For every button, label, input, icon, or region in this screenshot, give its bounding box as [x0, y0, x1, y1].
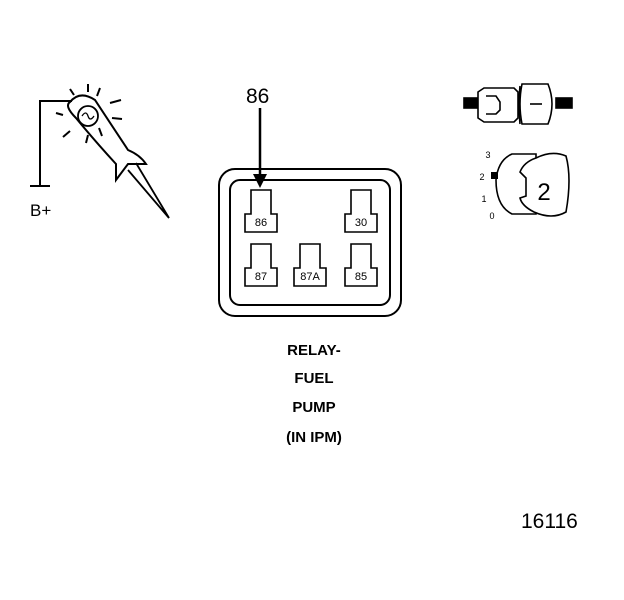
pin-label-86: 86: [255, 217, 267, 229]
figure-number: 16116: [521, 510, 578, 533]
pin-cavity-87: [244, 243, 278, 287]
ignition-key-icon: [519, 152, 570, 217]
relay-connector: [218, 168, 402, 317]
pin-cavity-30: [344, 189, 378, 233]
bulb-icon: [77, 105, 99, 127]
relay-outer-frame: [218, 168, 402, 317]
position-label-0: 0: [489, 211, 494, 221]
caption-line-4: (IN IPM): [286, 429, 342, 446]
caption-line-1: RELAY-: [287, 342, 341, 359]
supply-label: B+: [30, 201, 51, 220]
relay-inner-frame: [229, 179, 391, 306]
position-label-3: 3: [485, 150, 490, 160]
pin-cavity-85: [344, 243, 378, 287]
pin-label-87a: 87A: [300, 271, 320, 283]
pin-cavity-87a: [293, 243, 327, 287]
pin-label-30: 30: [355, 217, 367, 229]
pin-label-87: 87: [255, 271, 267, 283]
connector-icon: [463, 83, 573, 125]
test-light-wire: [39, 100, 72, 186]
pin-label-85: 85: [355, 271, 367, 283]
pin-pointer-label: 86: [246, 85, 269, 108]
pin-cavity-86: [244, 189, 278, 233]
caption-line-3: PUMP: [292, 399, 335, 416]
test-light: [30, 84, 170, 219]
light-rays-icon: [55, 84, 123, 144]
test-light-body-icon: [67, 94, 148, 183]
test-light-probe-icon: [127, 162, 170, 219]
caption-line-2: FUEL: [294, 370, 333, 387]
switch-position-marker: [491, 172, 498, 179]
ignition-switch: [491, 152, 570, 217]
position-label-1: 1: [481, 194, 486, 204]
position-label-2: 2: [479, 172, 484, 182]
selected-position-label: 2: [537, 179, 550, 206]
